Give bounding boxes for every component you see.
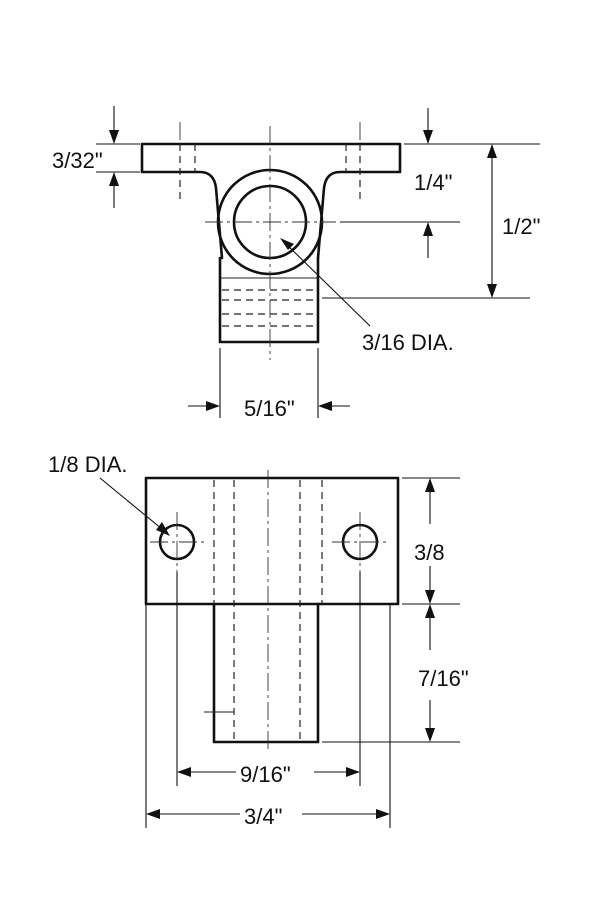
dim-spacing-label: 9/16" [240,762,291,787]
arrow-1-4-top [423,130,433,144]
arrow-9-16-left [177,767,191,777]
arrow-5-16-left [206,401,220,411]
front-view-dimensions: 3/32" 1/4" 1/2" 3/16 DIA. 5/16" [52,106,540,421]
front-view [140,122,402,360]
arrow-7-16-top [425,604,435,618]
arrow-3-8-top [425,478,435,492]
front-view-outline [140,142,402,260]
arrow-7-16-bottom [425,728,435,742]
top-view [144,470,400,750]
top-view-dimensions: 1/8 DIA. 3/8 7/16" 9/16" [48,452,469,829]
dim-hole-leader [99,477,169,535]
dim-stem-depth-label: 7/16" [418,666,469,691]
front-view-lower-block [218,256,320,344]
arrow-1-2-bottom [487,284,497,298]
dim-flange-label: 1/4" [414,170,452,195]
dim-thickness-label: 3/32" [52,148,103,173]
top-view-plate [144,476,400,606]
arrow-3-4-left [146,809,160,819]
arrow-bore [280,238,294,250]
dim-plate-depth-label: 3/8 [414,540,445,565]
arrow-3-8-bottom [425,590,435,604]
arrow-5-16-right [318,401,332,411]
dim-overall-label: 3/4" [244,804,282,829]
arrow-9-16-right [346,767,360,777]
dim-height-label: 1/2" [502,214,540,239]
arrow-3-32-top [109,130,119,144]
dim-hole-label: 1/8 DIA. [48,452,127,477]
top-view-stem [212,602,320,744]
dim-neck-label: 5/16" [244,396,295,421]
arrow-hole [156,522,170,536]
arrow-3-32-bottom [109,172,119,186]
dim-bore-leader [281,239,371,327]
arrow-3-4-right [376,809,390,819]
dim-bore-label: 3/16 DIA. [362,330,454,355]
arrow-1-2-top [487,144,497,158]
arrow-1-4-bottom [423,222,433,236]
